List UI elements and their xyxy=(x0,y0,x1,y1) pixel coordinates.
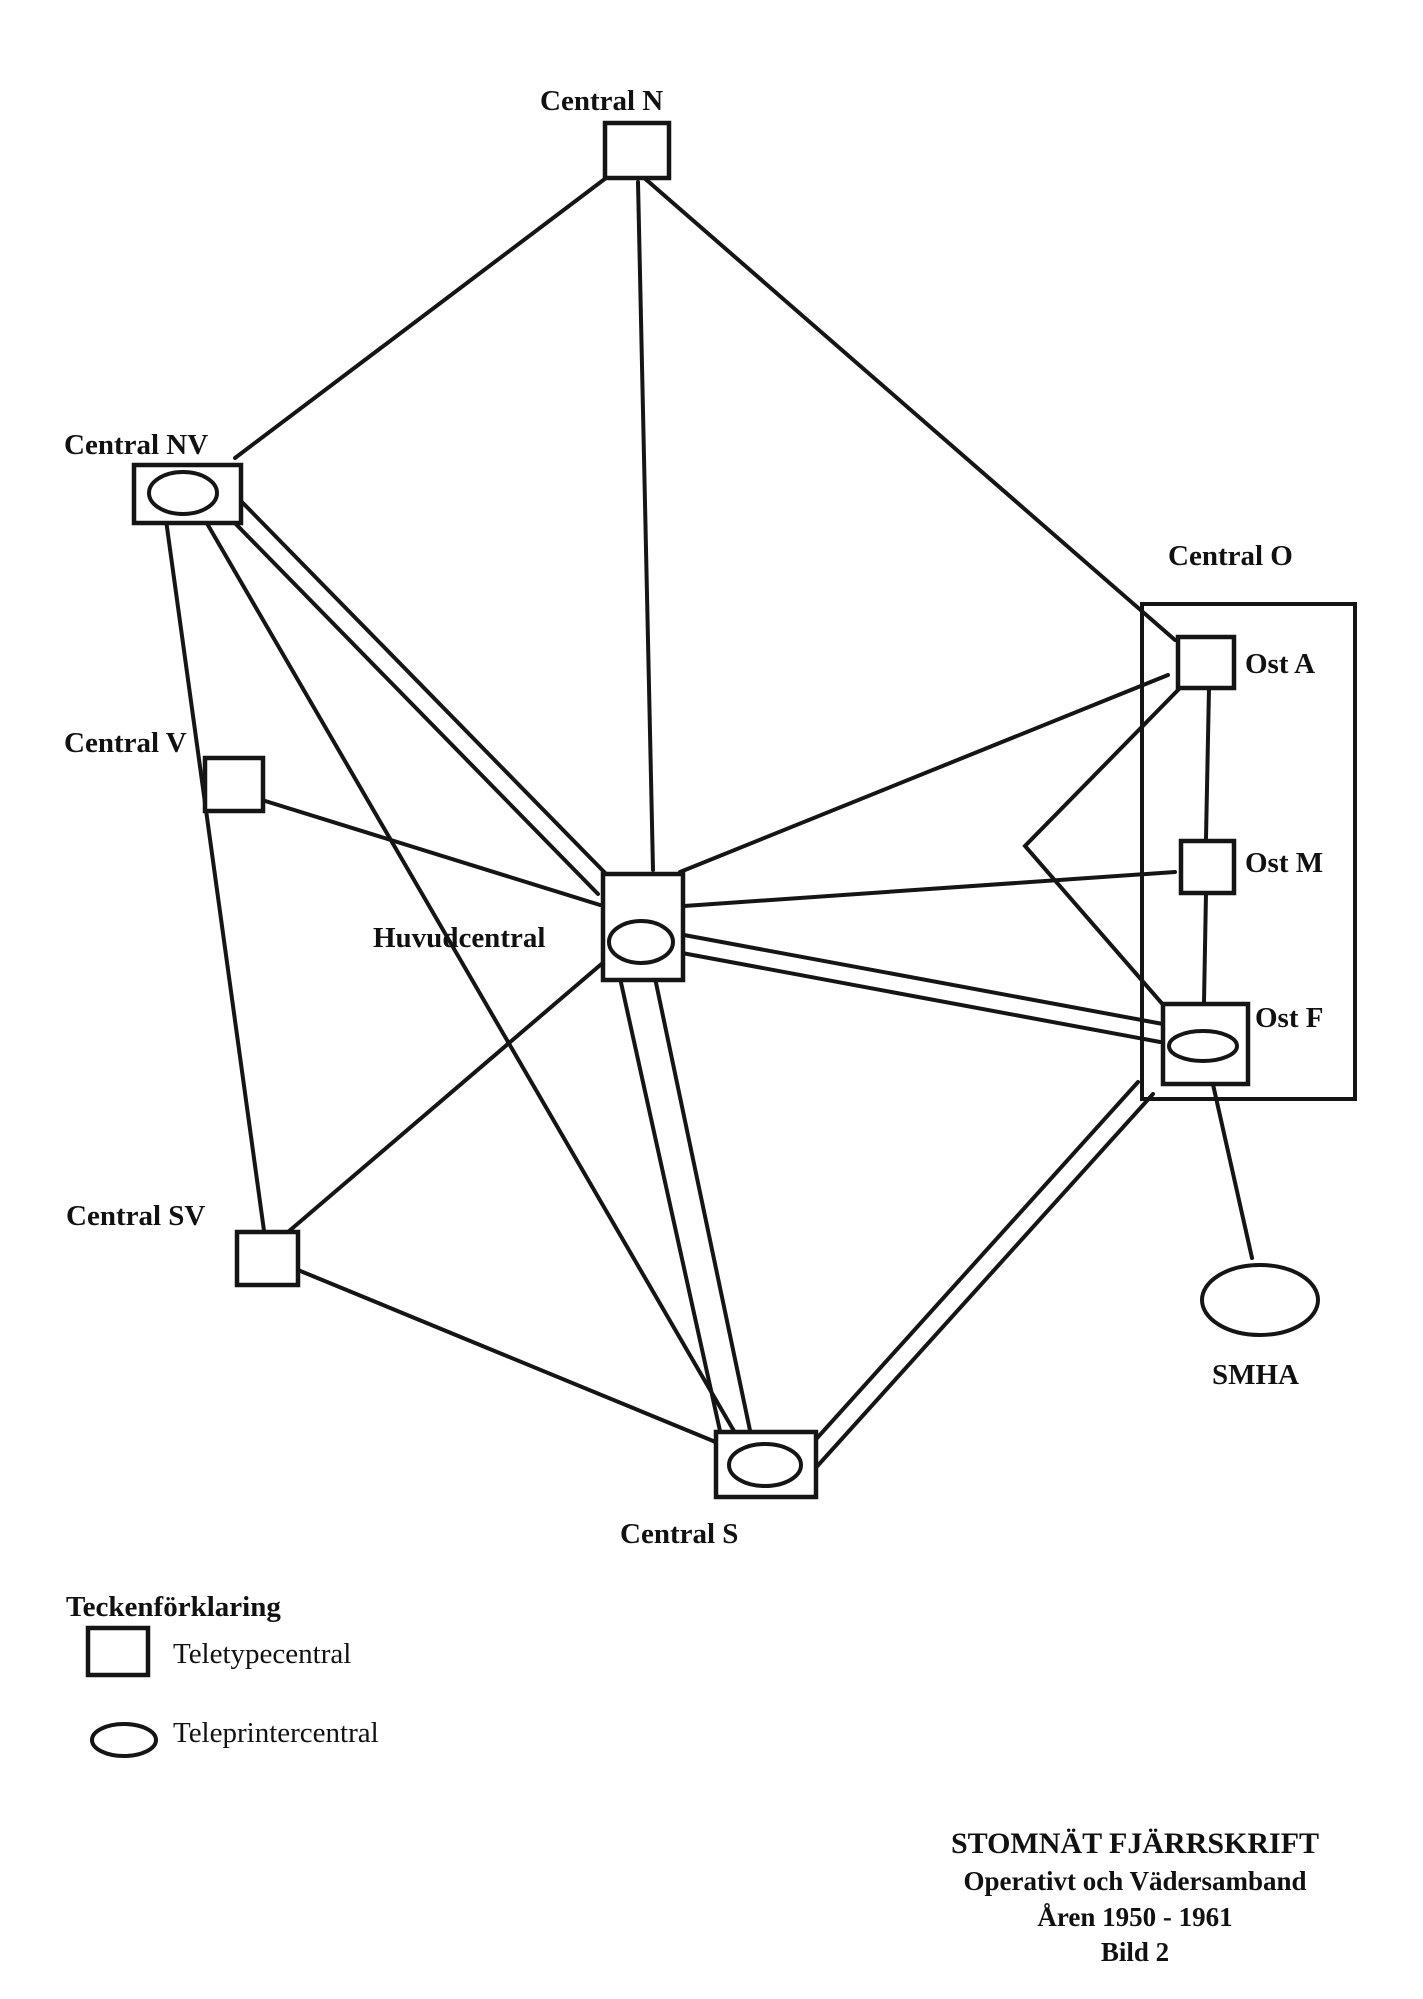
teletype-square-icon xyxy=(1178,838,1237,896)
link-nv-huvud-b xyxy=(226,514,600,896)
teleprinter-oval-icon xyxy=(1167,1029,1239,1063)
teletype-square-icon xyxy=(202,755,266,814)
label-huvudcentral: Huvudcentral xyxy=(373,922,545,954)
teletype-square-icon xyxy=(602,120,672,181)
node-ost-m xyxy=(1178,838,1237,896)
link-v-huvud xyxy=(260,798,602,907)
link-huvud-s-a xyxy=(618,976,724,1442)
label-central-s: Central S xyxy=(620,1518,738,1550)
link-nv-s xyxy=(203,518,747,1452)
label-ost-m: Ost M xyxy=(1245,847,1323,879)
label-central-o: Central O xyxy=(1168,540,1293,572)
legend-oval-label: Teleprintercentral xyxy=(173,1717,379,1749)
central-o-group-box xyxy=(1140,602,1357,1101)
legend: Teckenförklaring Teletypecentral Telepri… xyxy=(66,1591,379,1758)
teletype-square-icon xyxy=(234,1229,301,1288)
link-sv-s xyxy=(296,1268,720,1445)
link-s-ost-f-a xyxy=(798,1080,1140,1459)
label-ost-f: Ost F xyxy=(1255,1002,1323,1034)
link-huvud-ost-m xyxy=(682,870,1177,908)
label-smha: SMHA xyxy=(1212,1359,1299,1391)
link-nv-sv xyxy=(164,518,267,1240)
caption-title: STOMNÄT FJÄRRSKRIFT xyxy=(951,1827,1319,1860)
link-s-ost-f-b xyxy=(810,1092,1155,1474)
link-huvud-s-b xyxy=(653,976,754,1442)
link-ost-a-ost-m xyxy=(1204,686,1211,840)
node-central-s xyxy=(713,1429,819,1500)
link-ost-f-smha xyxy=(1210,1078,1254,1260)
caption-subtitle: Operativt och Vädersamband xyxy=(963,1866,1306,1896)
link-huvud-ost-f-b xyxy=(680,951,1162,1044)
link-n-nv xyxy=(233,173,612,460)
teletype-square-icon xyxy=(1175,634,1237,691)
teleprinter-oval-icon xyxy=(147,470,219,516)
node-central-sv xyxy=(234,1229,301,1288)
label-central-sv: Central SV xyxy=(66,1200,205,1232)
legend-title: Teckenförklaring xyxy=(66,1591,281,1623)
legend-oval-icon xyxy=(90,1722,158,1758)
caption-years: Åren 1950 - 1961 xyxy=(1037,1902,1232,1932)
link-nv-huvud-a xyxy=(238,498,614,882)
link-ost-a-ost-f-bypass xyxy=(1022,686,1182,1017)
label-ost-a: Ost A xyxy=(1245,648,1315,680)
caption-figure-number: Bild 2 xyxy=(1101,1937,1169,1967)
link-ost-m-ost-f xyxy=(1202,891,1208,1004)
link-n-ost-a xyxy=(640,174,1177,642)
teleprinter-oval-icon xyxy=(1200,1263,1320,1337)
node-ost-a xyxy=(1175,634,1237,691)
node-smha xyxy=(1200,1263,1320,1337)
node-central-n xyxy=(602,120,672,181)
node-central-nv xyxy=(131,462,244,526)
label-central-nv: Central NV xyxy=(64,429,208,461)
node-ost-f xyxy=(1160,1001,1251,1087)
link-huvud-ost-f-a xyxy=(682,933,1165,1026)
node-central-v xyxy=(202,755,266,814)
node-huvudcentral xyxy=(600,871,686,983)
legend-square-label: Teletypecentral xyxy=(173,1638,351,1670)
caption: STOMNÄT FJÄRRSKRIFT Operativt och Väders… xyxy=(951,1827,1319,1967)
connections xyxy=(164,173,1254,1474)
legend-square-icon xyxy=(85,1625,151,1678)
label-central-v: Central V xyxy=(64,727,187,759)
teleprinter-oval-icon xyxy=(607,919,675,965)
label-central-n: Central N xyxy=(540,85,663,117)
link-n-huvud xyxy=(636,180,655,872)
teleprinter-oval-icon xyxy=(727,1442,803,1488)
link-huvud-ost-a xyxy=(678,673,1170,874)
link-huvud-sv xyxy=(286,953,614,1234)
